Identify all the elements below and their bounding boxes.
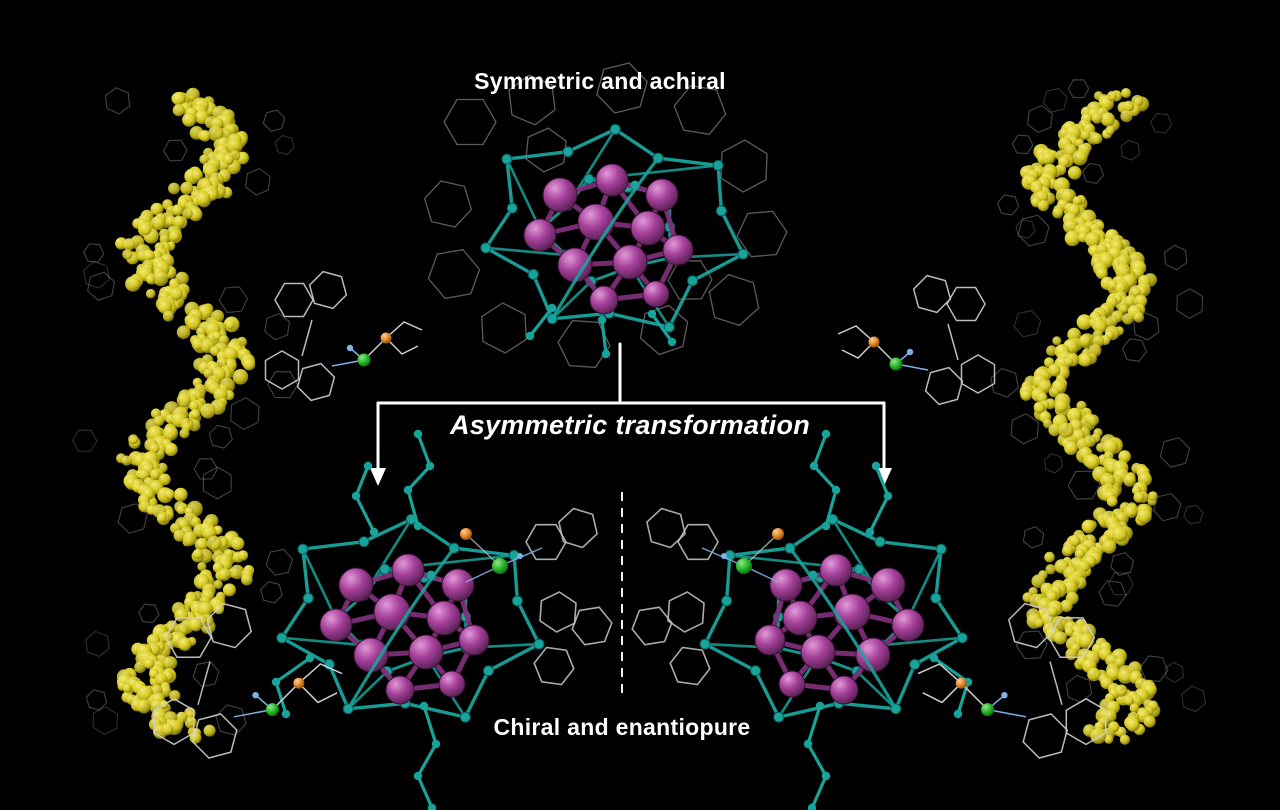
- transformation-arrows: [370, 342, 892, 486]
- ligand-bottom-right: [917, 602, 1107, 759]
- ligand-bottom-left: [153, 602, 343, 759]
- center-label: Asymmetric transformation: [449, 410, 811, 440]
- enantiomer-cluster-left: [271, 429, 613, 810]
- chiral-ligand-right: [837, 274, 996, 406]
- top-label: Symmetric and achiral: [474, 68, 726, 94]
- bottom-label: Chiral and enantiopure: [493, 714, 751, 740]
- enantiomer-cluster-right: [631, 429, 973, 810]
- chiral-ligand-left: [264, 270, 423, 402]
- gold-helix-right: [990, 79, 1206, 745]
- achiral-cluster: [423, 62, 788, 369]
- gold-helix-left: [72, 87, 299, 744]
